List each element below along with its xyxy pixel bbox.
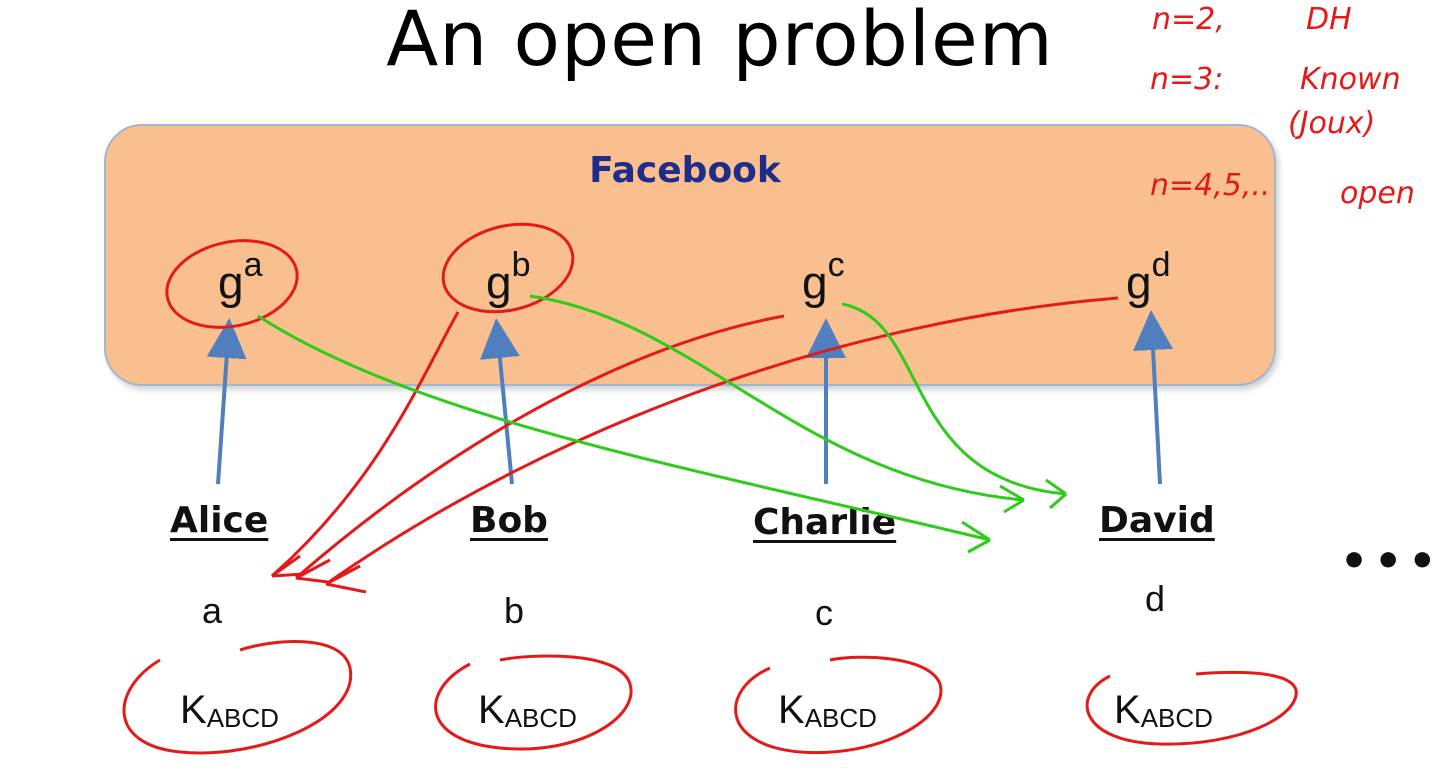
party-name-bob: Bob [470, 500, 548, 541]
shared-key-charlie: KABCD [778, 688, 877, 733]
facebook-box [104, 124, 1276, 386]
ink-circle-ga [165, 239, 299, 329]
ink-circle-key-alice [122, 640, 353, 755]
secret-b: b [504, 590, 525, 631]
note-n2-label: n=2, [1152, 2, 1225, 37]
public-value-gd: gd [1126, 246, 1171, 309]
ink-arrowhead-gc-green [1045, 478, 1067, 510]
ink-arrow-gb-to-david [529, 294, 1025, 502]
ink-arrow-gc-to-alice [295, 314, 785, 580]
slide-title: An open problem [386, 0, 1054, 83]
ink-arrowhead-gd [325, 564, 367, 594]
facebook-label: Facebook [589, 150, 781, 191]
note-n45-value: open [1340, 176, 1415, 211]
public-value-gc: gc [802, 246, 845, 309]
shared-key-alice: KABCD [180, 688, 279, 733]
secret-d: d [1145, 578, 1166, 619]
ink-arrow-gb-to-alice [271, 311, 460, 578]
shared-key-david: KABCD [1114, 688, 1213, 733]
secret-c: c [815, 592, 833, 633]
secret-a: a [202, 590, 223, 631]
arrow-bob-up [480, 318, 520, 485]
ink-arrow-gc-to-david [841, 302, 1067, 496]
party-name-david: David [1099, 500, 1215, 541]
arrow-david-up [1133, 310, 1174, 485]
note-n2-value: DH [1306, 2, 1352, 37]
party-name-alice: Alice [170, 500, 269, 541]
arrow-alice-up [206, 318, 247, 485]
ink-circle-key-bob [434, 654, 633, 751]
public-value-ga: ga [218, 246, 263, 309]
ink-arrowhead-gc [295, 558, 331, 584]
party-name-charlie: Charlie [753, 502, 897, 543]
ink-circle-gb [441, 222, 575, 314]
note-n3-label: n=3: [1150, 62, 1224, 97]
public-value-gb: gb [486, 246, 531, 309]
note-n3-credit: (Joux) [1288, 106, 1376, 141]
ink-arrowhead-gb [999, 484, 1025, 514]
note-n3-value: Known [1300, 62, 1401, 97]
ink-arrow-ga-to-david [257, 314, 991, 542]
ink-arrowhead-gb [271, 554, 305, 578]
ink-arrow-gd-to-alice [325, 296, 1119, 586]
ink-circle-key-david [1085, 670, 1298, 746]
ink-arrowhead-ga [961, 520, 991, 554]
ellipsis: ••• [1340, 536, 1440, 587]
shared-key-bob: KABCD [478, 688, 577, 733]
ink-circle-key-charlie [734, 655, 943, 755]
note-n45-label: n=4,5,.. [1150, 168, 1271, 203]
